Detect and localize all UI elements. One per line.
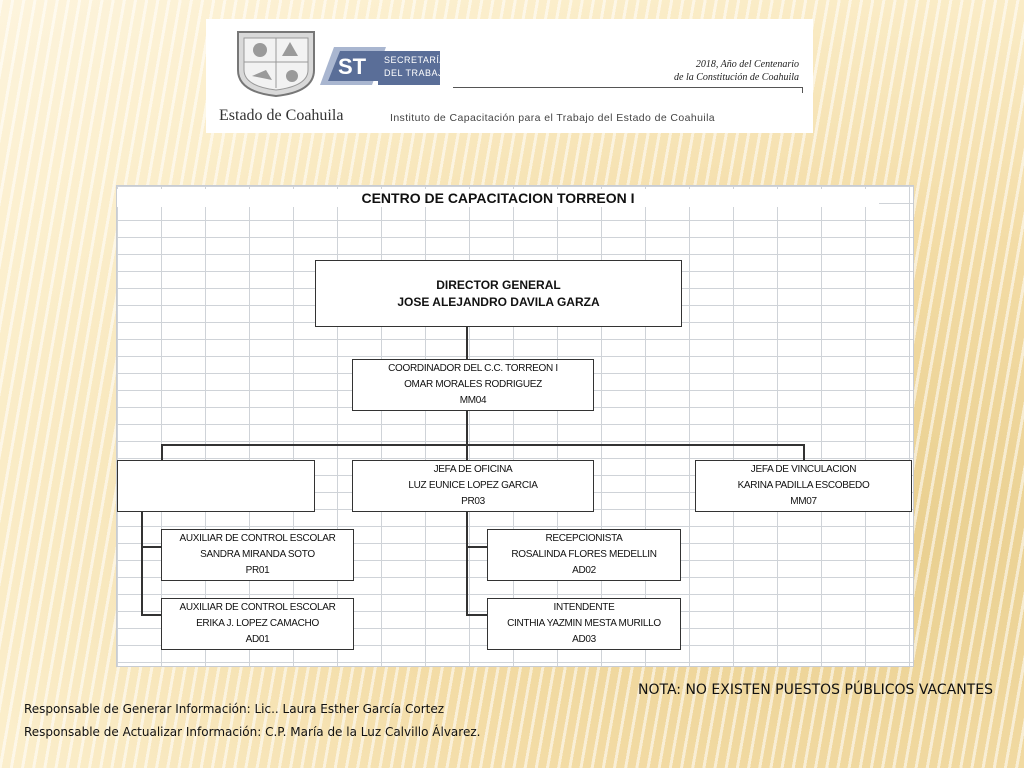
auxiliar-2-code: AD01 [245, 634, 270, 645]
secretaria-line-1: SECRETARÍA [384, 55, 446, 65]
st-badge-text: ST [338, 54, 367, 79]
header-divider-tick [802, 87, 803, 93]
jefa-oficina-name: LUZ EUNICE LOPEZ GARCIA [408, 480, 538, 491]
jefa-vinculacion-code: MM07 [790, 496, 817, 507]
recepcionista-name: ROSALINDA FLORES MEDELLIN [511, 549, 657, 560]
responsable-generar: Responsable de Generar Información: Lic.… [24, 702, 445, 716]
jefa-vinculacion-name: KARINA PADILLA ESCOBEDO [737, 480, 870, 491]
auxiliar-control-escolar-1-box: AUXILIAR DE CONTROL ESCOLAR SANDRA MIRAN… [161, 529, 354, 581]
auxiliar-1-role: AUXILIAR DE CONTROL ESCOLAR [179, 533, 336, 544]
jefa-oficina-code: PR03 [461, 496, 485, 507]
connector-left-vertical [141, 512, 143, 615]
auxiliar-2-role: AUXILIAR DE CONTROL ESCOLAR [179, 602, 336, 613]
secretaria-line-2: DEL TRABAJO [384, 68, 451, 78]
org-chart-title: CENTRO DE CAPACITACION TORREON I [117, 189, 879, 207]
recepcionista-code: AD02 [572, 565, 596, 576]
coordinator-box: COORDINADOR DEL C.C. TORREON I OMAR MORA… [352, 359, 594, 411]
header-banner: Estado de Coahuila ST SECRETARÍA DEL TRA… [206, 19, 813, 133]
connector-bus-right-drop [803, 444, 805, 461]
secretaria-panel [378, 51, 440, 85]
auxiliar-2-name: ERIKA J. LOPEZ CAMACHO [196, 618, 319, 629]
intendente-code: AD03 [572, 634, 596, 645]
auxiliar-control-escolar-2-box: AUXILIAR DE CONTROL ESCOLAR ERIKA J. LOP… [161, 598, 354, 650]
jefa-vinculacion-role: JEFA DE VINCULACION [750, 464, 857, 475]
empty-position-box [117, 460, 315, 512]
director-name: JOSE ALEJANDRO DAVILA GARZA [397, 294, 600, 309]
jefa-oficina-box: JEFA DE OFICINA LUZ EUNICE LOPEZ GARCIA … [352, 460, 594, 512]
jefa-vinculacion-box: JEFA DE VINCULACION KARINA PADILLA ESCOB… [695, 460, 912, 512]
connector-coordinator-bus [466, 410, 468, 444]
recepcionista-box: RECEPCIONISTA ROSALINDA FLORES MEDELLIN … [487, 529, 681, 581]
auxiliar-1-name: SANDRA MIRANDA SOTO [200, 549, 315, 560]
auxiliar-1-code: PR01 [245, 565, 270, 576]
centenario-line-1: 2018, Año del Centenario [695, 59, 799, 70]
coordinator-role: COORDINADOR DEL C.C. TORREON I [388, 363, 558, 374]
header-divider [453, 87, 803, 88]
vacancy-note: NOTA: NO EXISTEN PUESTOS PÚBLICOS VACANT… [638, 682, 993, 698]
director-general-box: DIRECTOR GENERAL JOSE ALEJANDRO DAVILA G… [315, 260, 682, 327]
institute-name: Instituto de Capacitación para el Trabaj… [390, 112, 716, 124]
connector-left-aux2 [141, 614, 161, 616]
connector-bus-horizontal [161, 444, 804, 446]
intendente-name: CINTHIA YAZMIN MESTA MURILLO [507, 618, 661, 629]
org-chart-sheet: CENTRO DE CAPACITACION TORREON I DIRECTO… [116, 185, 914, 667]
director-role: DIRECTOR GENERAL [436, 277, 561, 292]
responsable-actualizar: Responsable de Actualizar Información: C… [24, 725, 481, 739]
connector-center-recepcion [466, 546, 487, 548]
jefa-oficina-role: JEFA DE OFICINA [433, 464, 513, 475]
coordinator-code: MM04 [459, 395, 487, 406]
connector-bus-left-drop [161, 444, 163, 461]
st-logo-icon [320, 47, 386, 85]
connector-left-aux1 [141, 546, 161, 548]
connector-center-intendente [466, 614, 487, 616]
recepcionista-role: RECEPCIONISTA [545, 533, 623, 544]
intendente-box: INTENDENTE CINTHIA YAZMIN MESTA MURILLO … [487, 598, 681, 650]
connector-director-coordinator [466, 326, 468, 360]
coordinator-name: OMAR MORALES RODRIGUEZ [404, 379, 542, 390]
connector-center-vertical [466, 512, 468, 615]
connector-bus-center-drop [466, 444, 468, 461]
coahuila-coat-of-arms-icon [237, 31, 315, 98]
centenario-line-2: de la Constitución de Coahuila [674, 72, 799, 83]
intendente-role: INTENDENTE [553, 602, 615, 613]
estado-coahuila-label: Estado de Coahuila [219, 107, 344, 124]
